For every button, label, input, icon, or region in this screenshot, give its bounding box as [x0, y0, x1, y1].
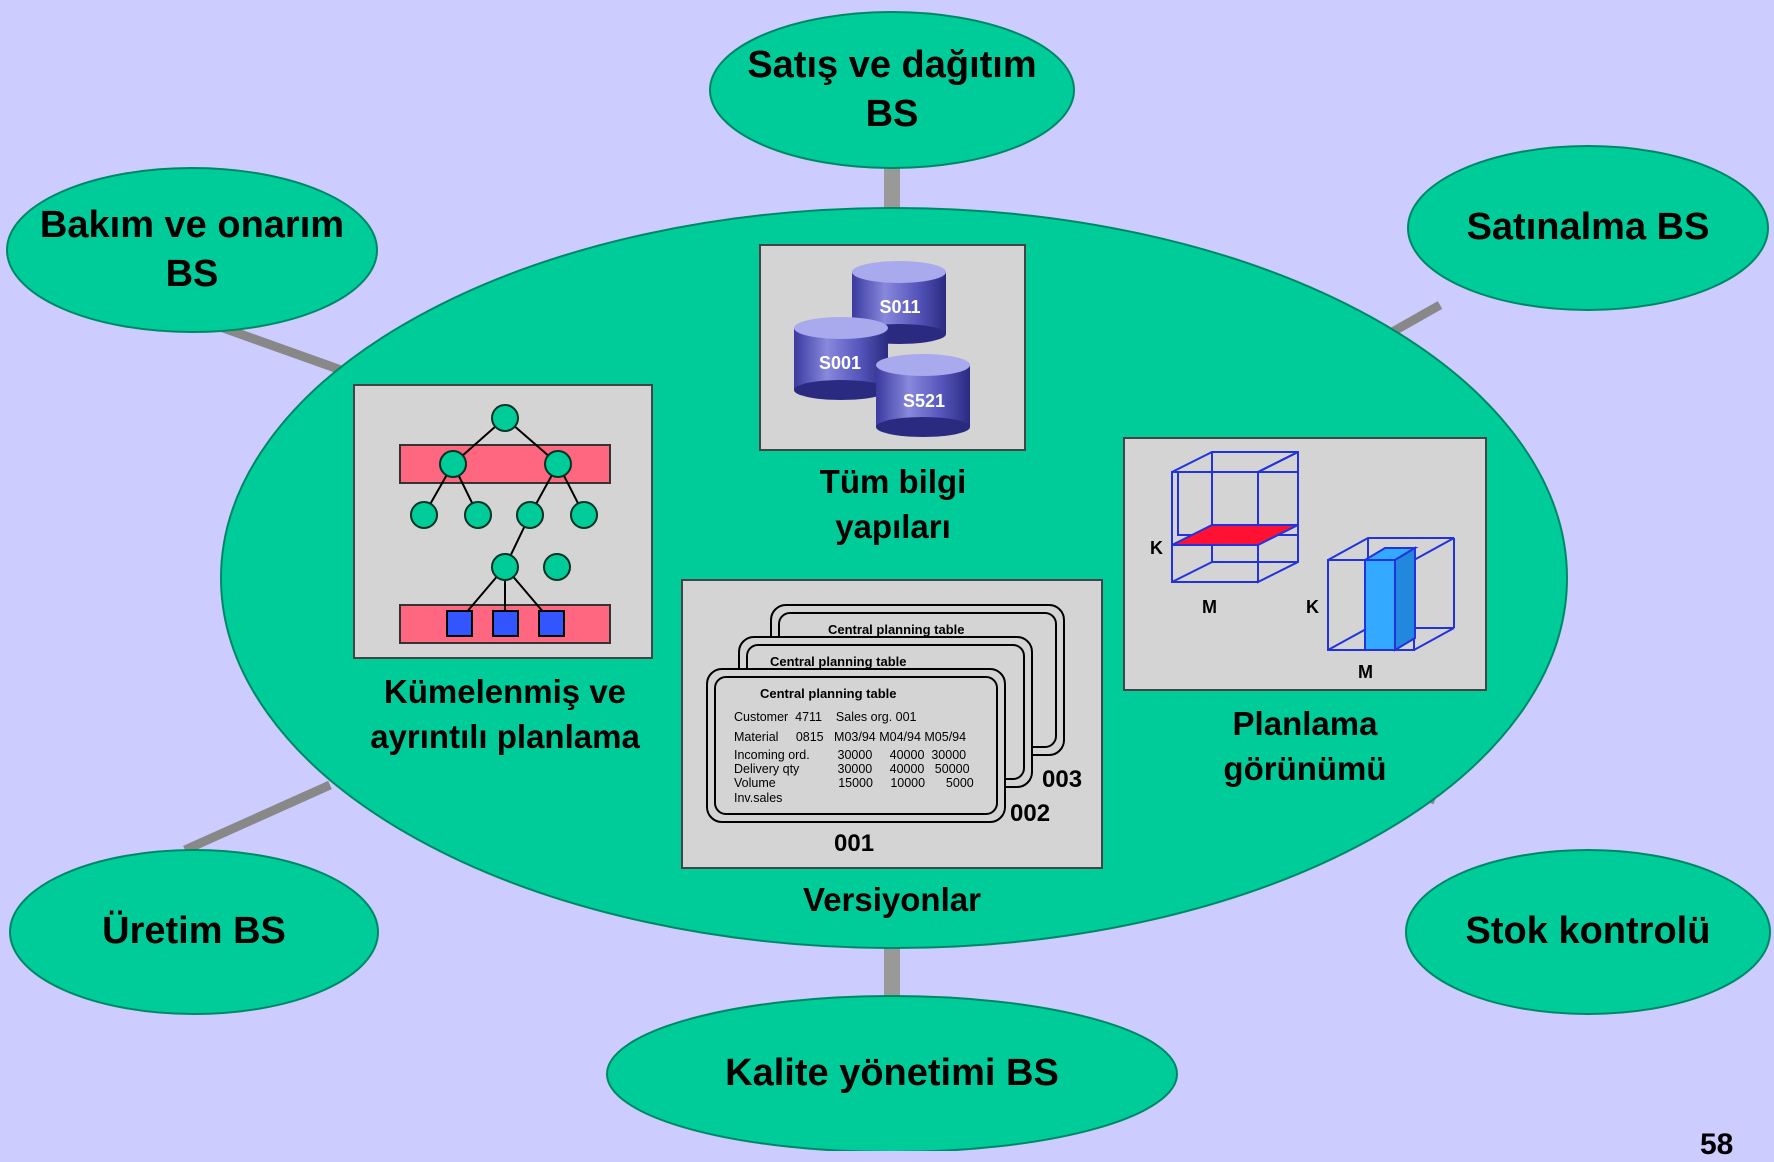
- table-title: Central planning table: [828, 622, 965, 637]
- cube-label-k2: K: [1306, 597, 1319, 617]
- cylinder-s001: [794, 317, 888, 400]
- label-stock-control: Stok kontrolü: [1465, 910, 1711, 953]
- version-number-003: 003: [1042, 766, 1083, 793]
- tree-node: [543, 553, 571, 581]
- database-cylinders: [794, 261, 970, 437]
- ellipse-quality: [606, 995, 1178, 1151]
- ellipse-sales-distribution: [709, 11, 1075, 169]
- tree-node: [410, 501, 438, 529]
- label-quality: Kalite yönetimi BS: [725, 1052, 1059, 1095]
- label-maintenance: Bakım ve onarım BS: [39, 203, 345, 295]
- table-row-inv: Inv.sales: [734, 791, 783, 805]
- table-title: Central planning table: [770, 654, 907, 669]
- table-row-customer: Customer 4711 Sales org. 001: [734, 710, 917, 724]
- label-planning: Kümelenmiş ve ayrıntılı planlama: [370, 673, 640, 755]
- tree-node: [570, 501, 598, 529]
- connector-bottom-left: [183, 780, 332, 855]
- tree-node: [439, 450, 467, 478]
- cube-label-m1: M: [1202, 597, 1217, 617]
- db-label-s011: S011: [879, 297, 921, 317]
- ellipse-purchasing: [1407, 145, 1769, 311]
- cube-left: [1171, 451, 1299, 584]
- ellipse-maintenance: [6, 167, 378, 333]
- panel-planning-view: [1123, 437, 1487, 691]
- cube-label-k1: K: [1150, 538, 1163, 558]
- tree-leaf-square: [446, 610, 473, 637]
- table-row-incoming: Incoming ord. 30000 40000 30000: [734, 748, 967, 762]
- connector-top-left: [213, 320, 357, 380]
- pink-bar-top: [399, 444, 611, 484]
- table-row-material: Material 0815 M03/94 M04/94 M05/94: [734, 730, 967, 744]
- ellipse-stock-control: [1405, 849, 1771, 1015]
- satellite-ellipses: [6, 11, 1771, 1151]
- version-number-001: 001: [834, 830, 875, 857]
- planning-view-cubes: [1171, 451, 1455, 652]
- planning-tree: [399, 404, 611, 644]
- label-planning-view: Planlama görünümü: [1223, 705, 1387, 787]
- cylinder-s521: [876, 354, 970, 437]
- ellipse-production: [9, 849, 379, 1015]
- table-title: Central planning table: [760, 686, 897, 701]
- page-number: 58: [1700, 1128, 1734, 1161]
- tree-node: [464, 501, 492, 529]
- label-versions: Versiyonlar: [803, 881, 981, 918]
- db-label-s521: S521: [902, 391, 946, 411]
- tree-leaf-square: [492, 610, 519, 637]
- tree-node: [544, 450, 572, 478]
- connector-bottom: [884, 935, 900, 1005]
- tree-node: [516, 501, 544, 529]
- label-purchasing: Satınalma BS: [1466, 206, 1710, 249]
- cube-right: [1327, 537, 1455, 652]
- cube-label-m2: M: [1358, 662, 1373, 682]
- tree-node: [491, 404, 519, 432]
- label-sales-distribution: Satış ve dağıtım BS: [747, 43, 1037, 135]
- version-table-001: Central planning table Customer 4711 Sal…: [706, 668, 1006, 823]
- table-row-volume: Volume 15000 10000 5000: [734, 776, 974, 790]
- table-row-delivery: Delivery qty 30000 40000 50000: [734, 762, 970, 776]
- label-info-structures: Tüm bilgi yapıları: [819, 463, 967, 545]
- db-label-s001: S001: [818, 353, 862, 373]
- tree-node: [491, 553, 519, 581]
- label-production: Üretim BS: [102, 910, 286, 953]
- tree-leaf-square: [538, 610, 565, 637]
- version-number-002: 002: [1010, 800, 1051, 827]
